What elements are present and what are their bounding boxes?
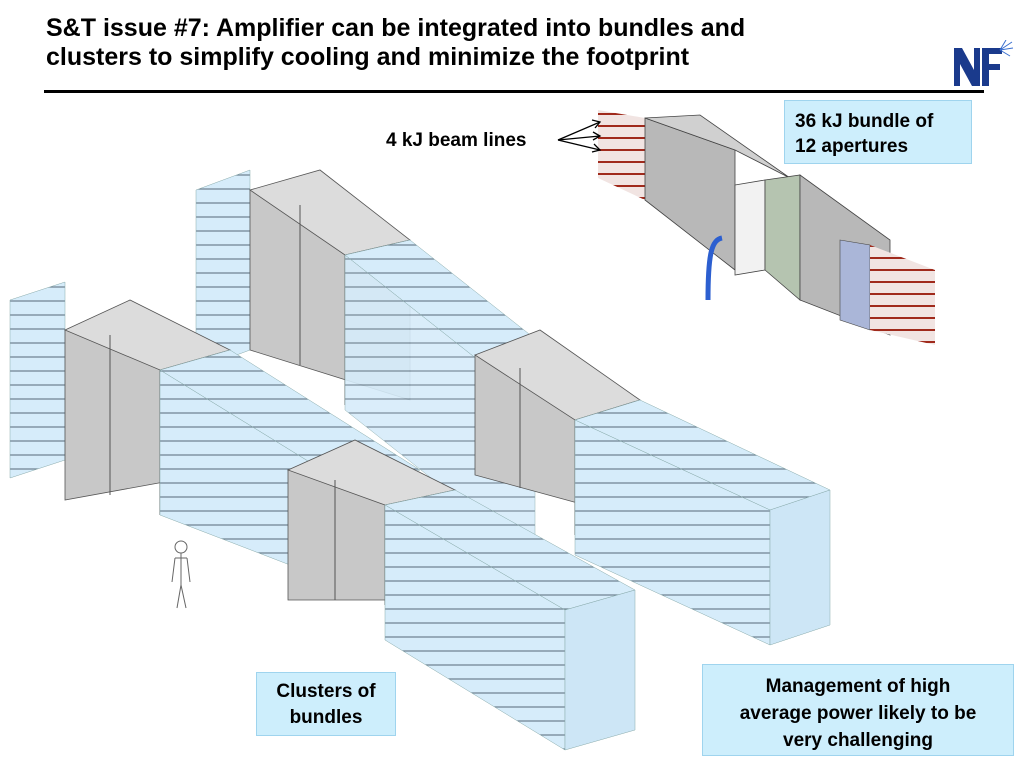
human-scale-figure bbox=[171, 540, 191, 609]
bundle-callout-line-2: 12 apertures bbox=[795, 136, 909, 157]
nif-logo bbox=[954, 40, 1014, 86]
power-callout-line-3: very challenging bbox=[783, 730, 933, 751]
beam-lines-label: 4 kJ beam lines bbox=[386, 130, 527, 151]
bundle-callout-line-1: 36 kJ bundle of bbox=[795, 111, 934, 132]
power-callout-line-1: Management of high bbox=[765, 676, 951, 697]
bundle-callout: 36 kJ bundle of 12 apertures bbox=[784, 100, 972, 164]
title-line-1: S&T issue #7: Amplifier can be integrate… bbox=[46, 14, 746, 42]
clusters-callout-line-2: bundles bbox=[289, 707, 363, 728]
power-callout-line-2: average power likely to be bbox=[739, 703, 977, 724]
single-bundle-render bbox=[598, 110, 935, 345]
bundle-bottom bbox=[286, 439, 636, 751]
clusters-callout-line-1: Clusters of bbox=[276, 681, 376, 702]
slide-title: S&T issue #7: Amplifier can be integrate… bbox=[46, 14, 946, 72]
clusters-callout: Clusters of bundles bbox=[256, 672, 396, 736]
power-callout: Management of high average power likely … bbox=[702, 664, 1014, 756]
bundle-top-left bbox=[195, 169, 601, 561]
title-line-2: clusters to simplify cooling and minimiz… bbox=[46, 43, 690, 71]
beam-lines-arrows bbox=[557, 119, 602, 153]
bundle-top-right bbox=[474, 329, 831, 646]
title-divider bbox=[44, 90, 984, 93]
